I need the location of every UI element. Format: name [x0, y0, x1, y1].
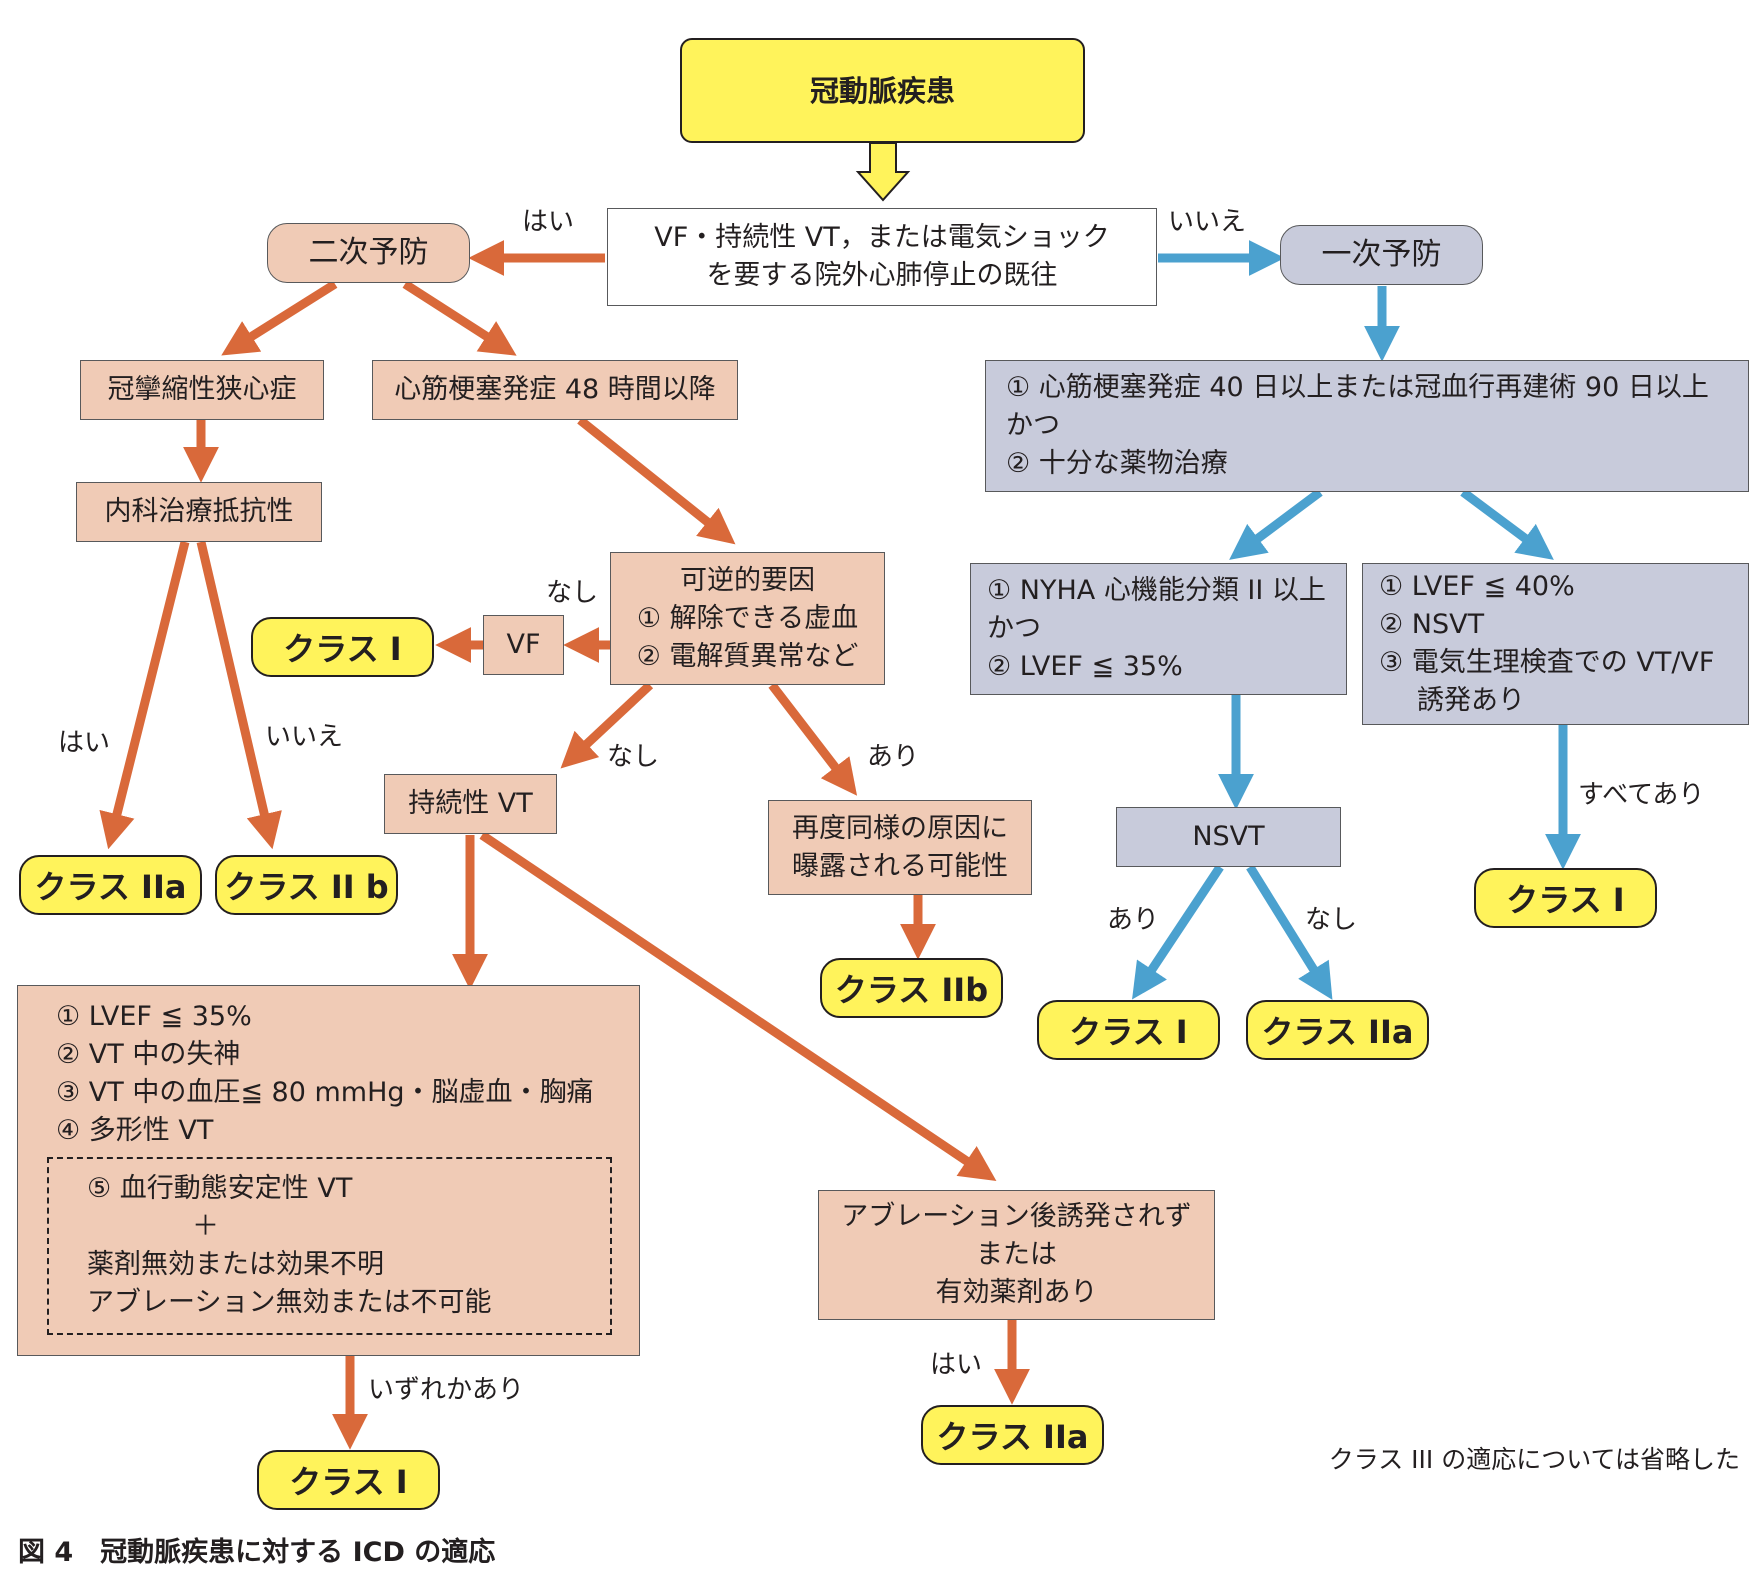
arrow-secondary-to-mi48 — [402, 280, 517, 356]
footnote: クラス III の適応については省略した — [1328, 1445, 1740, 1474]
edge-label-yes-vasospastic: はい — [58, 728, 111, 758]
node-reexposure-line: 曝露される可能性 — [792, 850, 1008, 882]
result-class-i-vf: クラス I — [251, 617, 434, 677]
result-class-i-criteria: クラス I — [257, 1450, 440, 1510]
result-class-iia-nsvt: クラス IIa — [1246, 1000, 1429, 1060]
node-primary-criteria-line: ① 心筋梗塞発症 40 日以上または冠血行再建術 90 日以上 — [1006, 372, 1709, 403]
node-lvef40-line: ① LVEF ≦ 40% — [1379, 571, 1575, 602]
node-svt-label: 持続性 VT — [408, 788, 533, 819]
node-sustained-vt: 持続性 VT — [384, 774, 557, 834]
arrow-criteria-to-nyha — [1229, 488, 1323, 560]
node-lvef40-line: 誘発あり — [1417, 685, 1525, 716]
result-class-iib-reexposure: クラス IIb — [820, 958, 1003, 1018]
arrow-nsvt-to-class-i — [1132, 864, 1224, 1000]
start-to-question-arrow — [855, 142, 911, 202]
arrow-nsvt-to-iia — [1246, 864, 1333, 1000]
node-criteria5-line: 薬剤無効または効果不明 — [87, 1249, 384, 1280]
node-nsvt: NSVT — [1116, 807, 1341, 867]
node-primary-label: 一次予防 — [1321, 237, 1442, 272]
figure-caption: 図 4 冠動脈疾患に対する ICD の適応 — [18, 1537, 496, 1568]
node-primary-criteria-line: ② 十分な薬物治療 — [1006, 448, 1228, 479]
node-criteria5-line: ⑤ 血行動態安定性 VT — [87, 1173, 353, 1204]
node-start: 冠動脈疾患 — [680, 38, 1085, 143]
node-reversible-causes: 可逆的要因 ① 解除できる虚血 ② 電解質異常など — [610, 552, 885, 685]
node-criteria-line: ④ 多形性 VT — [56, 1115, 214, 1146]
node-lvef40-line: ③ 電気生理検査での VT/VF — [1379, 647, 1715, 678]
node-primary-prevention: 一次予防 — [1280, 225, 1483, 285]
edge-label-present-reexposure: あり — [867, 742, 920, 772]
result-class-i-nsvt: クラス I — [1037, 1000, 1220, 1060]
edge-label-any-present: いずれかあり — [368, 1375, 525, 1405]
node-refractory-label: 内科治療抵抗性 — [104, 496, 294, 527]
node-criteria5-line: アブレーション無効または不可能 — [87, 1287, 492, 1318]
edge-label-none-nsvt: なし — [1305, 905, 1358, 935]
node-nyha-line: かつ — [987, 613, 1041, 644]
arrow-reversible-to-reexposure — [768, 682, 858, 796]
node-primary-criteria: ① 心筋梗塞発症 40 日以上または冠血行再建術 90 日以上 かつ ② 十分な… — [985, 360, 1749, 492]
node-criteria-line: ② VT 中の失神 — [56, 1039, 241, 1070]
node-reversible-line: 可逆的要因 — [680, 564, 815, 596]
arrow-refractory-to-iib — [196, 540, 282, 850]
node-secondary-prevention: 二次予防 — [267, 223, 470, 283]
result-class-iib-vasospastic: クラス II b — [215, 855, 398, 915]
arrow-mi48-to-reversible — [577, 416, 736, 545]
node-medical-refractory: 内科治療抵抗性 — [76, 482, 322, 542]
node-nyha-criteria: ① NYHA 心機能分類 II 以上 かつ ② LVEF ≦ 35% — [970, 563, 1347, 695]
node-lvef40-criteria: ① LVEF ≦ 40% ② NSVT ③ 電気生理検査での VT/VF 誘発あ… — [1362, 563, 1749, 725]
node-mi-after-48h: 心筋梗塞発症 48 時間以降 — [372, 360, 738, 420]
edge-label-present-nsvt: あり — [1107, 905, 1160, 935]
node-criteria-line: ③ VT 中の血圧≦ 80 mmHg・脳虚血・胸痛 — [56, 1077, 594, 1108]
node-ablation-line: または — [976, 1239, 1057, 1270]
node-ablation-line: アブレーション後誘発されず — [841, 1201, 1192, 1232]
node-secondary-label: 二次予防 — [308, 235, 429, 270]
node-ablation-line: 有効薬剤あり — [935, 1277, 1098, 1308]
node-ablation-outcome: アブレーション後誘発されず または 有効薬剤あり — [818, 1190, 1215, 1320]
node-vf-label: VF — [506, 629, 541, 660]
node-reexposure-line: 再度同様の原因に — [792, 812, 1008, 844]
arrow-reversible-to-svt — [560, 681, 654, 769]
node-vf: VF — [483, 615, 564, 675]
node-reversible-line: ② 電解質異常など — [636, 640, 859, 672]
edge-label-yes-secondary: はい — [522, 207, 575, 237]
edge-label-no-vasospastic: いいえ — [265, 722, 344, 752]
result-class-iia-ablation: クラス IIa — [921, 1405, 1104, 1465]
node-criteria5-plus: ＋ — [192, 1211, 219, 1242]
arrow-svt-to-ablation — [479, 831, 997, 1182]
edge-label-none-vf: なし — [546, 578, 599, 608]
node-reexposure-risk: 再度同様の原因に 曝露される可能性 — [768, 800, 1032, 895]
node-nsvt-label: NSVT — [1192, 821, 1265, 852]
edge-label-yes-ablation: はい — [930, 1350, 983, 1380]
edge-label-no-primary: いいえ — [1168, 207, 1247, 237]
node-question-line: を要する院外心肺停止の既往 — [706, 260, 1058, 291]
node-vasospastic-angina: 冠攣縮性狭心症 — [80, 360, 324, 420]
node-mi48-label: 心筋梗塞発症 48 時間以降 — [394, 374, 716, 405]
node-vasospastic-label: 冠攣縮性狭心症 — [107, 374, 297, 405]
arrow-criteria-to-lvef40 — [1460, 488, 1554, 560]
node-start-label: 冠動脈疾患 — [809, 73, 955, 108]
result-class-i-primary: クラス I — [1474, 868, 1657, 928]
result-class-iia-vasospastic: クラス IIa — [19, 855, 202, 915]
node-vt-criteria: ① LVEF ≦ 35% ② VT 中の失神 ③ VT 中の血圧≦ 80 mmH… — [17, 985, 640, 1356]
node-primary-criteria-line: かつ — [1006, 410, 1060, 441]
arrow-refractory-to-iia — [99, 540, 190, 850]
node-question-line: VF・持続性 VT，または電気ショック — [654, 222, 1110, 253]
node-lvef40-line: ② NSVT — [1379, 609, 1485, 640]
edge-label-all-present: すべてあり — [1578, 780, 1705, 810]
node-reversible-line: ① 解除できる虚血 — [636, 602, 859, 634]
arrow-secondary-to-vasospastic — [221, 280, 338, 356]
node-nyha-line: ① NYHA 心機能分類 II 以上 — [987, 575, 1326, 606]
node-nyha-line: ② LVEF ≦ 35% — [987, 651, 1183, 682]
node-question: VF・持続性 VT，または電気ショック を要する院外心肺停止の既往 — [607, 208, 1157, 306]
edge-label-none-svt: なし — [607, 742, 660, 772]
node-criteria-line: ① LVEF ≦ 35% — [56, 1001, 252, 1032]
node-criteria-dashed-group: ⑤ 血行動態安定性 VT ＋ 薬剤無効または効果不明 アブレーション無効または不… — [47, 1157, 612, 1335]
